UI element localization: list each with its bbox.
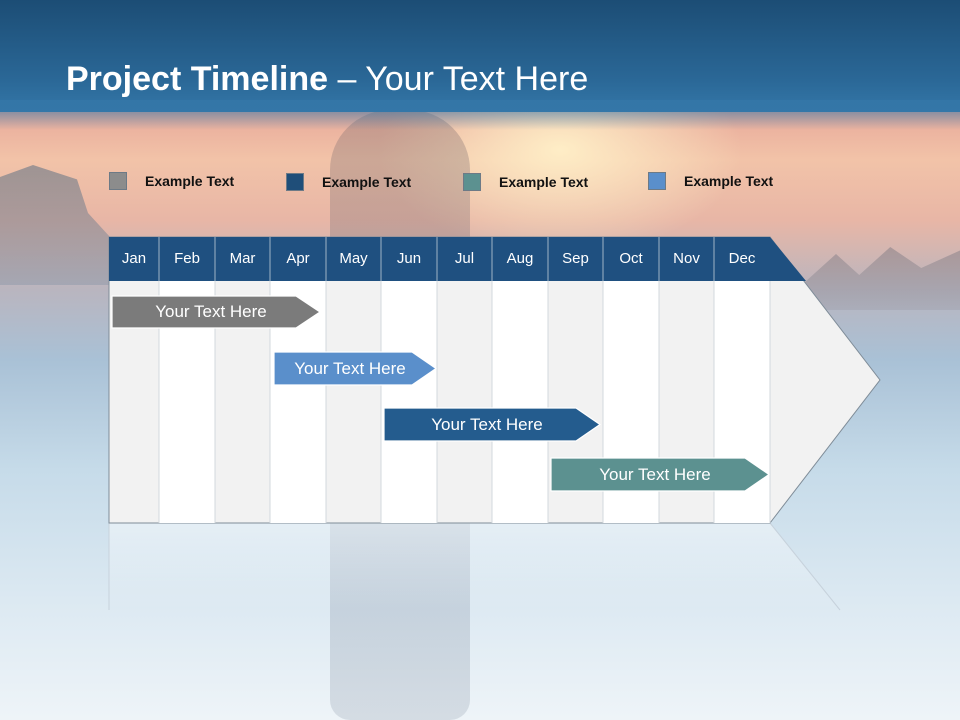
task-bar-3 [383,407,602,442]
month-label-apr: Apr [286,250,310,267]
task-bar-label-2: Your Text Here [294,359,406,378]
month-label-jun: Jun [396,250,422,267]
legend-label-2: Example Text [322,174,412,190]
legend-item-2: Example Text [286,172,411,192]
legend-label-4: Example Text [684,173,774,189]
task-bars [111,295,771,492]
task-bar-1 [111,295,322,329]
task-bar-4 [550,457,771,492]
reflection-edge [769,522,841,611]
month-header-band [109,237,770,281]
slide-title-rest: – Your Text Here [328,60,589,98]
legend-swatch-2 [286,173,304,191]
month-label-may: May [339,250,368,267]
slide-title: Project Timeline – Your Text Here [66,60,588,99]
legend-swatch-1 [109,172,127,190]
month-label-mar: Mar [229,250,256,267]
month-label-jan: Jan [121,250,147,267]
task-bar-label-4: Your Text Here [599,465,711,484]
timeline-reflection [108,522,841,611]
month-label-oct: Oct [619,250,643,267]
task-bar-label-3: Your Text Here [431,415,543,434]
month-label-aug: Aug [506,250,534,267]
legend-item-4: Example Text [648,171,773,191]
month-label-feb: Feb [174,250,200,267]
legend-label-1: Example Text [145,173,235,189]
legend-item-1: Example Text [109,171,234,191]
legend-item-3: Example Text [463,172,588,192]
legend-swatch-4 [648,172,666,190]
slide-title-bold: Project Timeline [66,60,329,98]
legend-swatch-3 [463,173,481,191]
title-banner [0,0,960,112]
chart-reflection [109,523,840,610]
month-label-dec: Dec [728,250,756,267]
title-banner-fade [0,100,960,130]
task-bar-label-1: Your Text Here [155,302,267,321]
month-column [492,281,548,523]
month-header-tip [770,237,806,281]
month-label-sep: Sep [562,250,589,267]
month-label-jul: Jul [454,250,475,267]
month-column [381,281,437,523]
task-bar-2 [273,351,438,386]
legend-label-3: Example Text [499,174,589,190]
month-label-nov: Nov [673,250,700,267]
